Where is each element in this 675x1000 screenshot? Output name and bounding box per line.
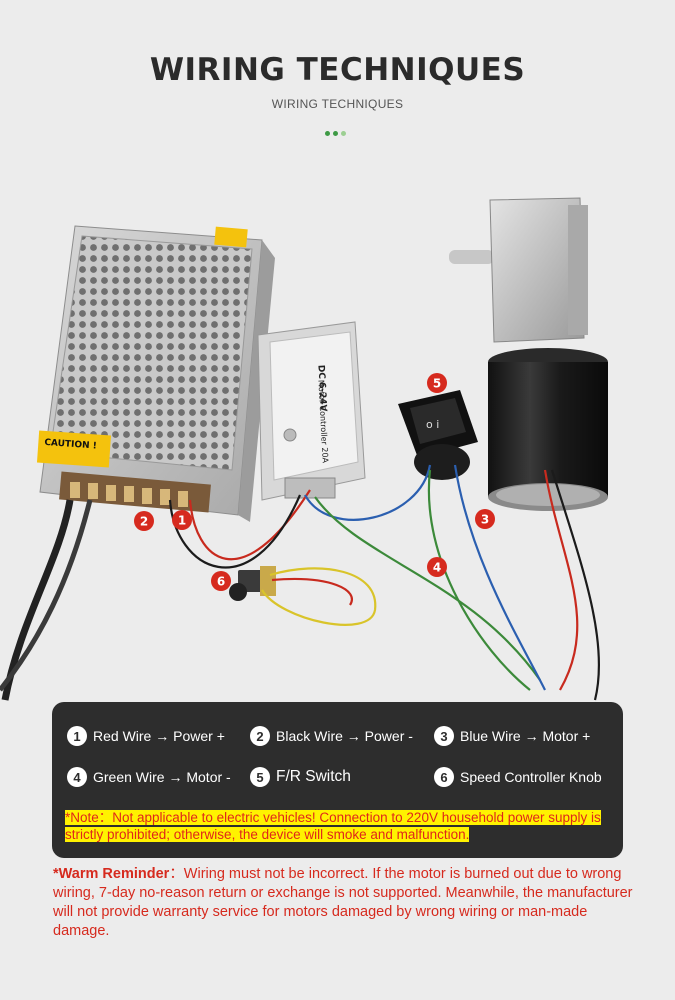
legend-label: Blue Wire → Motor + [460,728,591,744]
speed-knob [229,566,276,601]
marker-5: 5 [427,373,447,393]
marker-1: 1 [172,510,192,530]
marker-2-label: 2 [140,515,148,529]
marker-1-label: 1 [178,514,186,528]
warm-reminder-text: ：Wiring must not be incorrect. If the mo… [53,866,633,939]
motor-controller: DC 6-24V Motor Controller 20A [257,321,366,501]
marker-6: 6 [211,571,231,591]
legend-item-green-wire: 4 Green Wire → Motor - [67,767,231,787]
marker-2: 2 [134,511,154,531]
legend-label: Black Wire → Power - [276,728,413,744]
gear-motor [449,197,608,511]
legend-item-black-wire: 2 Black Wire → Power - [250,726,413,746]
dot [325,131,330,136]
legend-number: 1 [67,726,87,746]
legend-item-switch: 5 F/R Switch [250,767,351,787]
rocker-switch: o i [398,390,478,480]
controller-label-b: Motor Controller 20A [316,380,329,464]
dot [341,131,346,136]
power-supply-sticker [214,226,248,248]
legend-item-blue-wire: 3 Blue Wire → Motor + [434,726,590,746]
page-subtitle: WIRING TECHNIQUES [271,97,404,111]
legend-item-knob: 6 Speed Controller Knob [434,767,602,787]
dot [333,131,338,136]
legend-number: 3 [434,726,454,746]
marker-3: 3 [475,509,495,529]
wires [0,464,601,701]
marker-6-label: 6 [217,575,225,589]
legend-number: 4 [67,767,87,787]
legend-label: Red Wire → Power + [93,728,225,744]
controller-label-a: DC 6-24V [315,365,327,412]
decorative-dots [325,131,346,136]
caution-label-text: CAUTION ! [44,438,97,452]
legend-number: 5 [250,767,270,787]
caution-label [36,430,112,468]
warning-note-text: *Note：Not applicable to electric vehicle… [65,810,601,842]
legend-label: Speed Controller Knob [460,769,602,785]
terminal-block [59,471,211,513]
warm-reminder-label: *Warm Reminder [53,866,170,882]
warning-note: *Note：Not applicable to electric vehicle… [65,809,610,843]
legend-label: Green Wire → Motor - [93,769,231,785]
marker-4-label: 4 [433,561,441,575]
legend-number: 6 [434,767,454,787]
legend-label: F/R Switch [276,768,351,785]
marker-5-label: 5 [433,377,441,391]
page-title: WIRING TECHNIQUES [149,52,526,88]
marker-3-label: 3 [481,513,489,527]
marker-4: 4 [427,557,447,577]
wiring-photo: CAUTION ! DC 6-24V Motor Controller 20A … [0,197,608,701]
legend-item-red-wire: 1 Red Wire → Power + [67,726,225,746]
power-supply: CAUTION ! [36,225,275,522]
warm-reminder: *Warm Reminder：Wiring must not be incorr… [53,865,643,941]
svg-text:o i: o i [426,418,439,431]
legend-number: 2 [250,726,270,746]
